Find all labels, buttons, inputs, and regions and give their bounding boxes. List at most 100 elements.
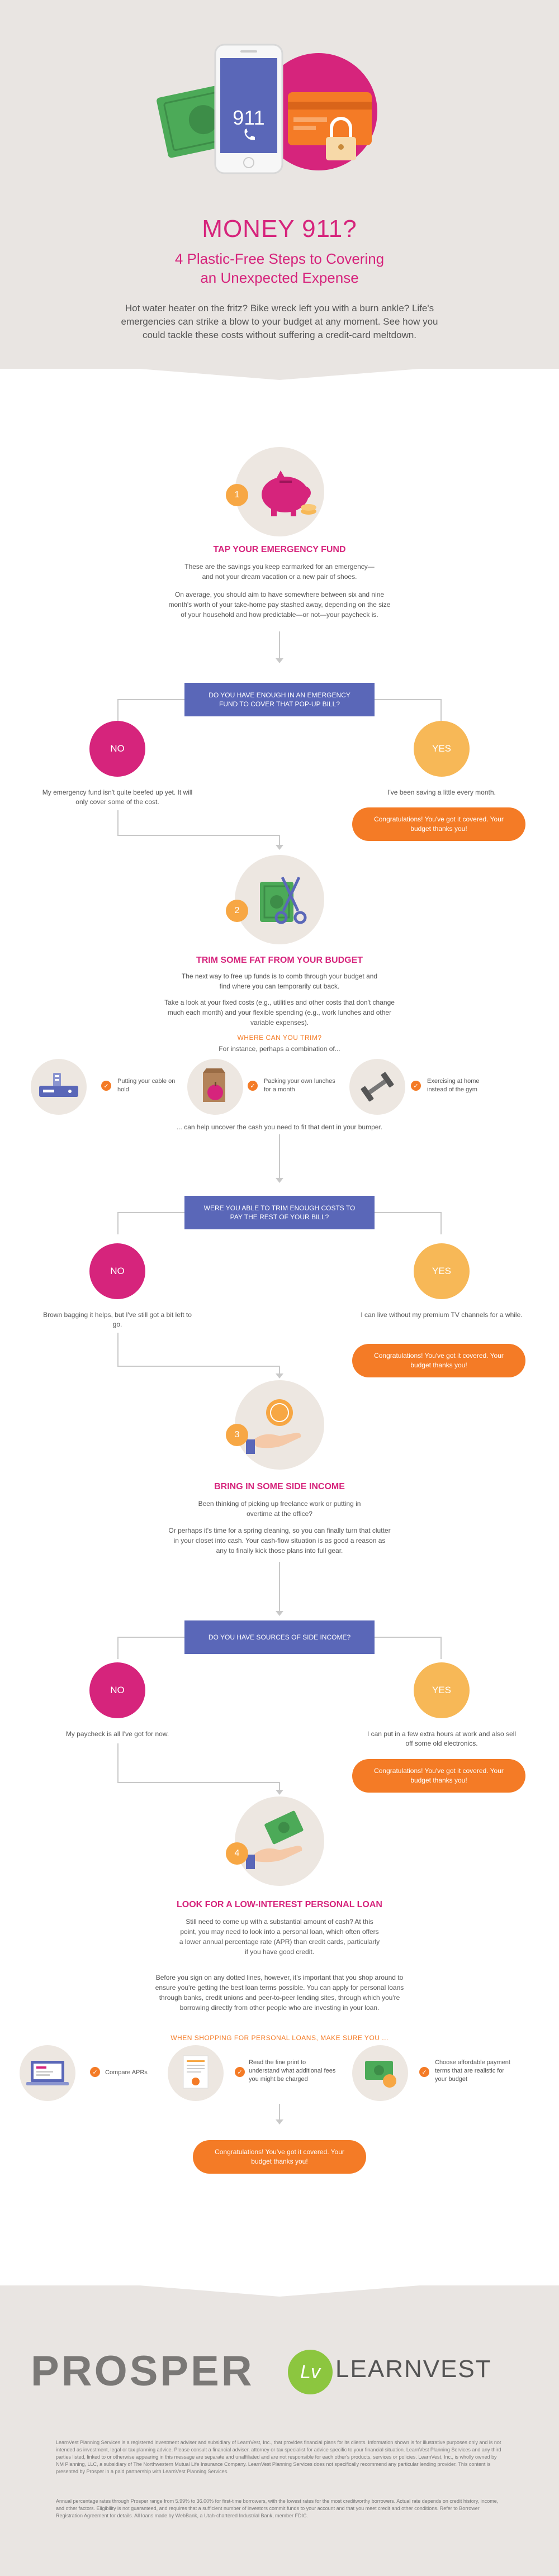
step4-para2: Before you sign on any dotted lines, how… (155, 1974, 404, 2012)
step4-number-badge: 4 (226, 1842, 248, 1865)
flow-connector (375, 699, 442, 700)
flow-connector (117, 1743, 119, 1783)
lunch-bag-apple-icon (203, 1068, 225, 1102)
flow-connector (117, 699, 184, 700)
step2-number-badge: 2 (226, 900, 248, 922)
step2-tip-3: Exercising at home instead of the gym (427, 1078, 480, 1093)
step3-no-circle: NO (89, 1662, 145, 1718)
legal-disclaimer-1: LearnVest Planning Services is a registe… (56, 2440, 501, 2474)
step2-para2: Take a look at your fixed costs (e.g., u… (164, 999, 395, 1026)
flow-connector (117, 1212, 184, 1213)
arrow-down-icon (276, 1790, 283, 1795)
intro-text: Hot water heater on the fritz? Bike wrec… (121, 303, 438, 340)
step1-yes-answer: I've been saving a little every month. (387, 788, 496, 796)
hand-with-coin-icon (246, 1399, 301, 1454)
step3-no-answer: My paycheck is all I've got for now. (65, 1730, 169, 1738)
step3-congrats-badge: Congratulations! You've got it covered. … (352, 1759, 525, 1793)
step2-yes-circle: YES (414, 1243, 470, 1299)
hero-bottom-notch (0, 358, 559, 380)
step1-no-answer: My emergency fund isn't quite beefed up … (42, 788, 193, 806)
step3-yes-answer: I can put in a few extra hours at work a… (367, 1730, 517, 1747)
step1-number-badge: 1 (226, 484, 248, 506)
step2-yes-answer: I can live without my premium TV channel… (361, 1311, 523, 1319)
prosper-logo: PROSPER (31, 2347, 254, 2395)
page-subtitle-line1: 4 Plastic-Free Steps to Covering (174, 250, 385, 267)
step1-title: TAP YOUR EMERGENCY FUND (213, 545, 346, 554)
flow-connector (279, 835, 280, 846)
check-icon: ✓ (411, 1081, 421, 1091)
phone-and-cards-illustration (157, 44, 377, 174)
flow-connector (279, 1782, 280, 1791)
step4-tip-2: Read the fine print to understand what a… (249, 2059, 336, 2083)
step2-title: TRIM SOME FAT FROM YOUR BUDGET (196, 956, 363, 965)
step4-title: LOOK FOR A LOW-INTEREST PERSONAL LOAN (177, 1900, 382, 1909)
step2-para1: The next way to free up funds is to comb… (181, 972, 378, 990)
page-subtitle-line2: an Unexpected Expense (200, 269, 359, 286)
step1-yes-circle: YES (414, 721, 470, 777)
flow-connector (117, 1637, 119, 1659)
step2-tips-footer: ... can help uncover the cash you need t… (176, 1123, 383, 1131)
flow-connector (279, 1366, 280, 1375)
check-icon: ✓ (419, 2067, 429, 2077)
flow-connector (117, 1333, 119, 1366)
legal-disclaimer-2: Annual percentage rates through Prosper … (56, 2498, 499, 2518)
step4-para1: Still need to come up with a substantial… (179, 1918, 380, 1956)
flow-connector (375, 1212, 442, 1213)
step2-tip-1: Putting your cable on hold (117, 1078, 176, 1093)
lock-icon (326, 117, 356, 160)
flow-connector (279, 1562, 280, 1612)
step4-tip-3: Choose affordable payment terms that are… (435, 2059, 510, 2083)
arrow-down-icon (276, 1178, 283, 1183)
check-icon: ✓ (90, 2067, 100, 2077)
step3-para1: Been thinking of picking up freelance wo… (198, 1500, 361, 1518)
cable-box-icon (39, 1073, 78, 1097)
arrow-down-icon (276, 658, 283, 663)
flow-connector (279, 2104, 280, 2121)
step2-tip-2: Packing your own lunches for a month (264, 1078, 335, 1093)
step2-no-answer: Brown bagging it helps, but I've still g… (43, 1311, 192, 1328)
check-icon: ✓ (101, 1081, 111, 1091)
hand-receiving-cash-icon (246, 1810, 304, 1869)
arrow-down-icon (276, 1373, 283, 1379)
document-fine-print-icon (183, 2055, 209, 2089)
flow-connector (440, 1212, 442, 1234)
step1-question: DO YOU HAVE ENOUGH IN AN EMERGENCY FUND … (184, 683, 375, 716)
step4-congrats-badge: Congratulations! You've got it covered. … (193, 2140, 366, 2174)
step4-tip-1: Compare APRs (105, 2069, 148, 2076)
learnvest-logo: LEARNVEST (335, 2355, 492, 2383)
step3-question: DO YOU HAVE SOURCES OF SIDE INCOME? (184, 1620, 375, 1654)
step3-para2: Or perhaps it's time for a spring cleani… (168, 1527, 391, 1555)
step2-no-circle: NO (89, 1243, 145, 1299)
arrow-down-icon (276, 2119, 283, 2125)
flow-connector (117, 1366, 280, 1367)
cash-payment-icon (365, 2061, 396, 2088)
step1-para1: These are the savings you keep earmarked… (184, 563, 375, 581)
step3-number-badge: 3 (226, 1424, 248, 1446)
flow-connector (117, 1782, 280, 1783)
flow-connector (440, 699, 442, 721)
footer-section (0, 2285, 559, 2576)
learnvest-mark-icon: Lv (288, 2350, 333, 2394)
step2-congrats-badge: Congratulations! You've got it covered. … (352, 1344, 525, 1377)
flow-connector (117, 810, 119, 835)
piggy-bank-icon (262, 470, 316, 516)
check-icon: ✓ (235, 2067, 245, 2077)
arrow-down-icon (276, 1611, 283, 1616)
flow-connector (117, 835, 280, 836)
step3-yes-circle: YES (414, 1662, 470, 1718)
laptop-compare-icon (26, 2061, 69, 2085)
step4-shop-heading: WHEN SHOPPING FOR PERSONAL LOANS, MAKE S… (170, 2034, 389, 2042)
step1-para2: On average, you should aim to have somew… (168, 591, 391, 619)
step3-title: BRING IN SOME SIDE INCOME (214, 1482, 345, 1491)
arrow-down-icon (276, 845, 283, 850)
flow-connector (375, 1637, 442, 1638)
flow-connector (279, 631, 280, 659)
check-icon: ✓ (248, 1081, 258, 1091)
step1-no-circle: NO (89, 721, 145, 777)
page-title: MONEY 911? (202, 215, 357, 243)
step2-where-heading: WHERE CAN YOU TRIM? (237, 1034, 322, 1042)
phone-icon (214, 44, 283, 174)
step1-congrats-badge: Congratulations! You've got it covered. … (352, 807, 525, 841)
step2-where-subheading: For instance, perhaps a combination of..… (219, 1045, 340, 1053)
phone-screen-text: 911 (233, 106, 265, 129)
